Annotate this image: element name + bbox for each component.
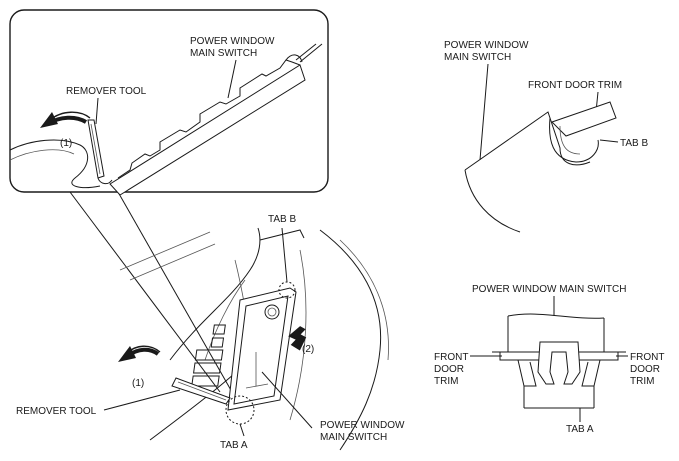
br-trim-left — [499, 351, 543, 361]
br-front-left-1: FRONT — [434, 352, 468, 363]
inset-switch-label-1: POWER WINDOW — [190, 36, 275, 47]
main-step2-label: (2) — [302, 344, 314, 355]
main-tab-a-label: TAB A — [220, 440, 248, 451]
br-front-right-1: FRONT — [630, 352, 664, 363]
tr-switch-label-1: POWER WINDOW — [444, 40, 529, 51]
tr-front-door-trim-label: FRONT DOOR TRIM — [528, 80, 622, 91]
inset-remover-tool-label: REMOVER TOOL — [66, 86, 147, 97]
tr-switch-label-2: MAIN SWITCH — [444, 52, 511, 63]
br-trim-right — [575, 351, 619, 361]
br-switch-label: POWER WINDOW MAIN SWITCH — [472, 284, 626, 295]
br-front-left-3: TRIM — [434, 376, 458, 387]
main-remover-tool-label: REMOVER TOOL — [16, 406, 97, 417]
br-front-left-2: DOOR — [434, 364, 464, 375]
inset-detail: POWER WINDOW MAIN SWITCH REMOVER TOOL (1… — [9, 9, 329, 393]
br-tab-a-label: TAB A — [566, 424, 594, 435]
main-door-figure: TAB B TAB A (2) (1) REMOVER TOOL POWER W… — [16, 214, 405, 451]
main-switch-label-1: POWER WINDOW — [320, 420, 405, 431]
main-switch-label-2: MAIN SWITCH — [320, 432, 387, 443]
switch-buttons — [191, 324, 269, 389]
tr-tab-b-label: TAB B — [620, 138, 648, 149]
tab-b-section: POWER WINDOW MAIN SWITCH FRONT DOOR TRIM… — [444, 40, 648, 233]
main-step1-label: (1) — [132, 378, 144, 389]
inset-switch-label-2: MAIN SWITCH — [190, 48, 257, 59]
main-tab-b-label: TAB B — [268, 214, 296, 225]
inset-step1-label: (1) — [60, 138, 72, 149]
br-front-right-2: DOOR — [630, 364, 660, 375]
tab-a-section: POWER WINDOW MAIN SWITCH TAB A FRONT DOO… — [434, 284, 664, 435]
br-front-right-3: TRIM — [630, 376, 654, 387]
